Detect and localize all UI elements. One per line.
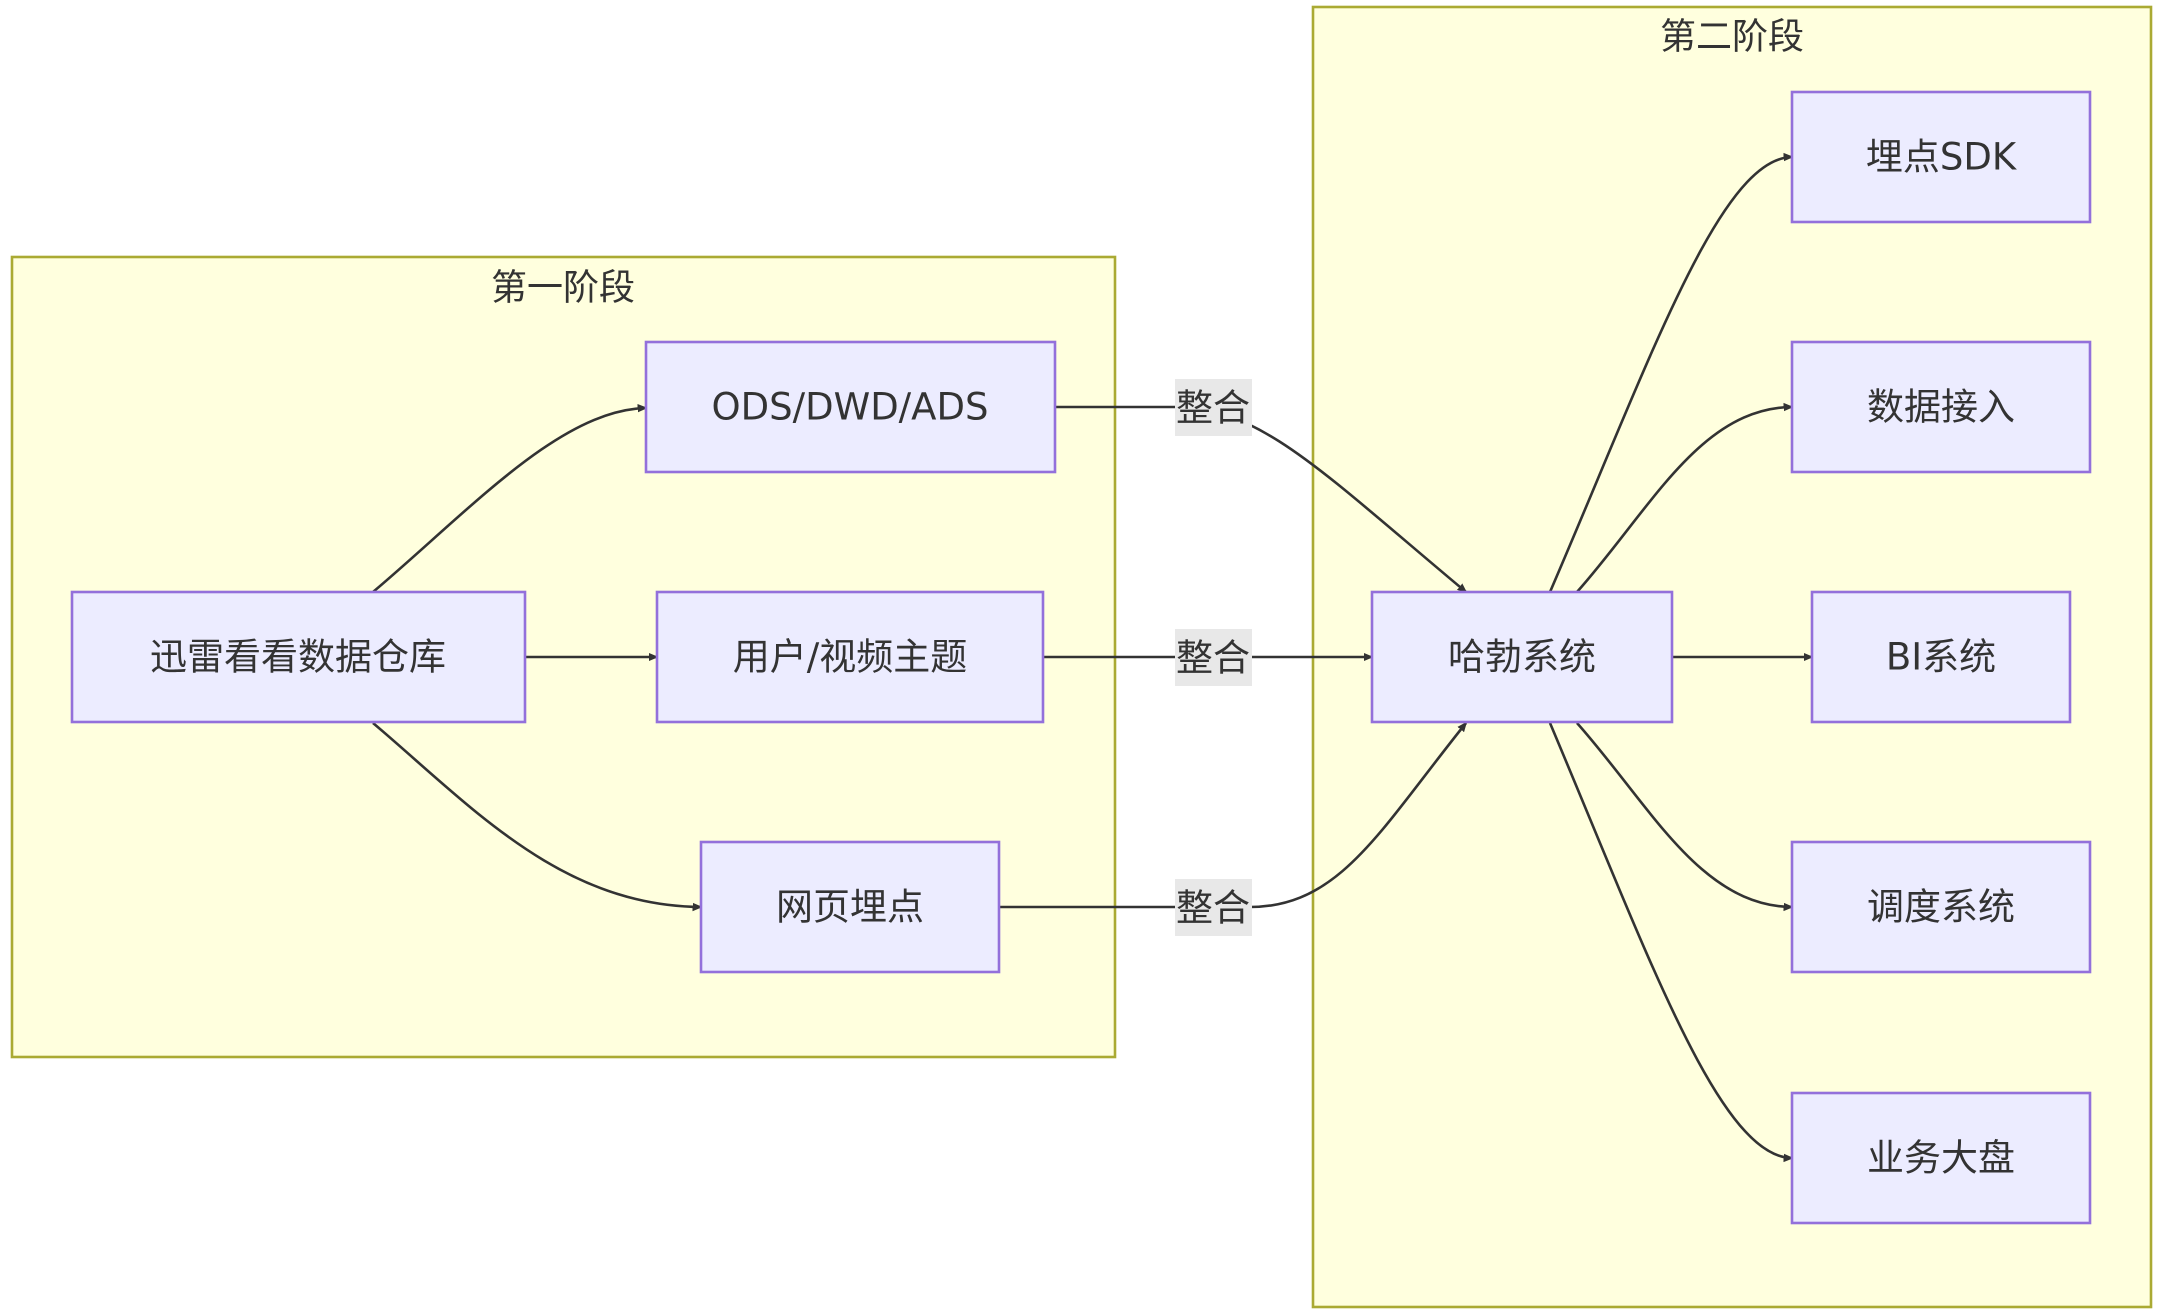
edge-label-user-video-to-hubble: 整合 — [1175, 629, 1252, 686]
node-sdk-label: 埋点SDK — [1866, 136, 2018, 179]
node-dashboard[interactable]: 业务大盘 — [1790, 1091, 2092, 1225]
edge-hubble-to-dashboard — [1548, 722, 1792, 1158]
node-warehouse-label: 迅雷看看数据仓库 — [150, 636, 446, 679]
node-data-ingest-box[interactable] — [1790, 340, 2092, 474]
edge-label-bg — [1175, 379, 1252, 436]
node-user-video[interactable]: 用户/视频主题 — [655, 590, 1045, 724]
node-scheduler-label: 调度系统 — [1867, 886, 2015, 929]
edge-hubble-to-data-ingest — [1576, 407, 1792, 593]
edge-warehouse-to-ods — [372, 408, 646, 593]
node-ods-label: ODS/DWD/ADS — [712, 386, 989, 429]
node-data-ingest[interactable]: 数据接入 — [1790, 340, 2092, 474]
edge-hubble-to-scheduler — [1576, 722, 1792, 907]
node-scheduler[interactable]: 调度系统 — [1790, 840, 2092, 974]
node-hubble-label: 哈勃系统 — [1448, 636, 1596, 679]
node-sdk-box[interactable] — [1790, 90, 2092, 224]
edge-label-text: 整合 — [1176, 637, 1250, 680]
node-dashboard-label: 业务大盘 — [1867, 1137, 2015, 1180]
node-bi-box[interactable] — [1810, 590, 2072, 724]
node-hubble[interactable]: 哈勃系统 — [1370, 590, 1674, 724]
node-scheduler-box[interactable] — [1790, 840, 2092, 974]
node-user-video-box[interactable] — [655, 590, 1045, 724]
cluster-stage1-title: 第一阶段 — [491, 268, 635, 309]
edge-label-text: 整合 — [1176, 887, 1250, 930]
edge-label-bg — [1175, 879, 1252, 936]
edge-hubble-to-sdk — [1548, 157, 1792, 593]
edge-label-bg — [1175, 629, 1252, 686]
node-warehouse-box[interactable] — [70, 590, 527, 724]
node-web-tracking-box[interactable] — [699, 840, 1001, 974]
edge-label-web-tracking-to-hubble: 整合 — [1175, 879, 1252, 936]
node-ods[interactable]: ODS/DWD/ADS — [644, 340, 1057, 474]
node-dashboard-box[interactable] — [1790, 1091, 2092, 1225]
node-hubble-box[interactable] — [1370, 590, 1674, 724]
node-bi[interactable]: BI系统 — [1810, 590, 2072, 724]
node-web-tracking-label: 网页埋点 — [776, 886, 924, 929]
edge-label-ods-to-hubble: 整合 — [1175, 379, 1252, 436]
node-warehouse[interactable]: 迅雷看看数据仓库 — [70, 590, 527, 724]
node-data-ingest-label: 数据接入 — [1867, 386, 2015, 429]
cluster-stage2-title: 第二阶段 — [1660, 17, 1804, 58]
node-web-tracking[interactable]: 网页埋点 — [699, 840, 1001, 974]
node-user-video-label: 用户/视频主题 — [733, 636, 967, 679]
node-ods-box[interactable] — [644, 340, 1057, 474]
edge-label-text: 整合 — [1176, 387, 1250, 430]
node-bi-label: BI系统 — [1886, 636, 1996, 679]
edge-web-tracking-to-hubble — [999, 723, 1466, 909]
node-sdk[interactable]: 埋点SDK — [1790, 90, 2092, 224]
edge-warehouse-to-web-tracking — [372, 722, 701, 907]
